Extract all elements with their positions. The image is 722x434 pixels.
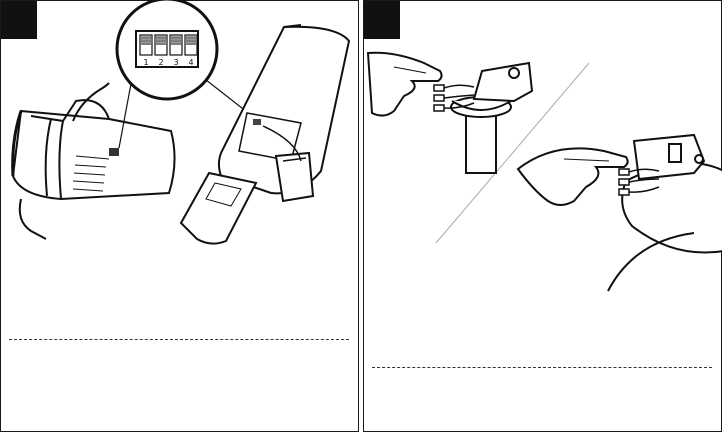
dip-slot-hatch-3	[171, 36, 181, 45]
receiver-dip-switch	[109, 148, 119, 156]
fan-housing	[607, 162, 722, 292]
dip-slot-hatch-1	[141, 36, 151, 45]
step-number-block-right	[364, 1, 400, 39]
diagonal-separator	[435, 62, 590, 244]
remote-control	[217, 24, 351, 195]
dip-slot-hatch-2	[156, 36, 166, 45]
right-divider-dashed	[372, 367, 712, 368]
dip-label-1: 1	[143, 58, 148, 67]
wire-connectors-top	[433, 84, 475, 112]
step-number-block-left	[1, 1, 37, 39]
hand-top	[366, 51, 443, 117]
remote-battery-door	[179, 171, 258, 245]
wiring-connection-illustration	[366, 51, 722, 292]
battery	[274, 151, 315, 203]
dip-label-3: 3	[173, 58, 178, 67]
left-instruction-panel: 1 2 3 4	[0, 0, 359, 432]
dip-switch-slots: 1 2 3 4	[139, 34, 198, 67]
receiver-wire-bottom	[18, 198, 47, 240]
dip-label-2: 2	[158, 58, 163, 67]
mounting-plate	[632, 133, 706, 181]
dip-slot-hatch-4	[186, 36, 196, 45]
receiver-unit	[11, 99, 176, 201]
receiver-wire-top	[72, 82, 110, 122]
downrod-assembly	[450, 61, 534, 174]
dip-label-4: 4	[188, 58, 193, 67]
wire-connectors-bottom	[618, 168, 660, 196]
remote-dip-switch-illustration: 1 2 3 4	[11, 0, 351, 245]
hand-bottom	[516, 147, 629, 206]
left-divider-dashed	[9, 339, 349, 340]
right-instruction-panel	[363, 0, 722, 432]
